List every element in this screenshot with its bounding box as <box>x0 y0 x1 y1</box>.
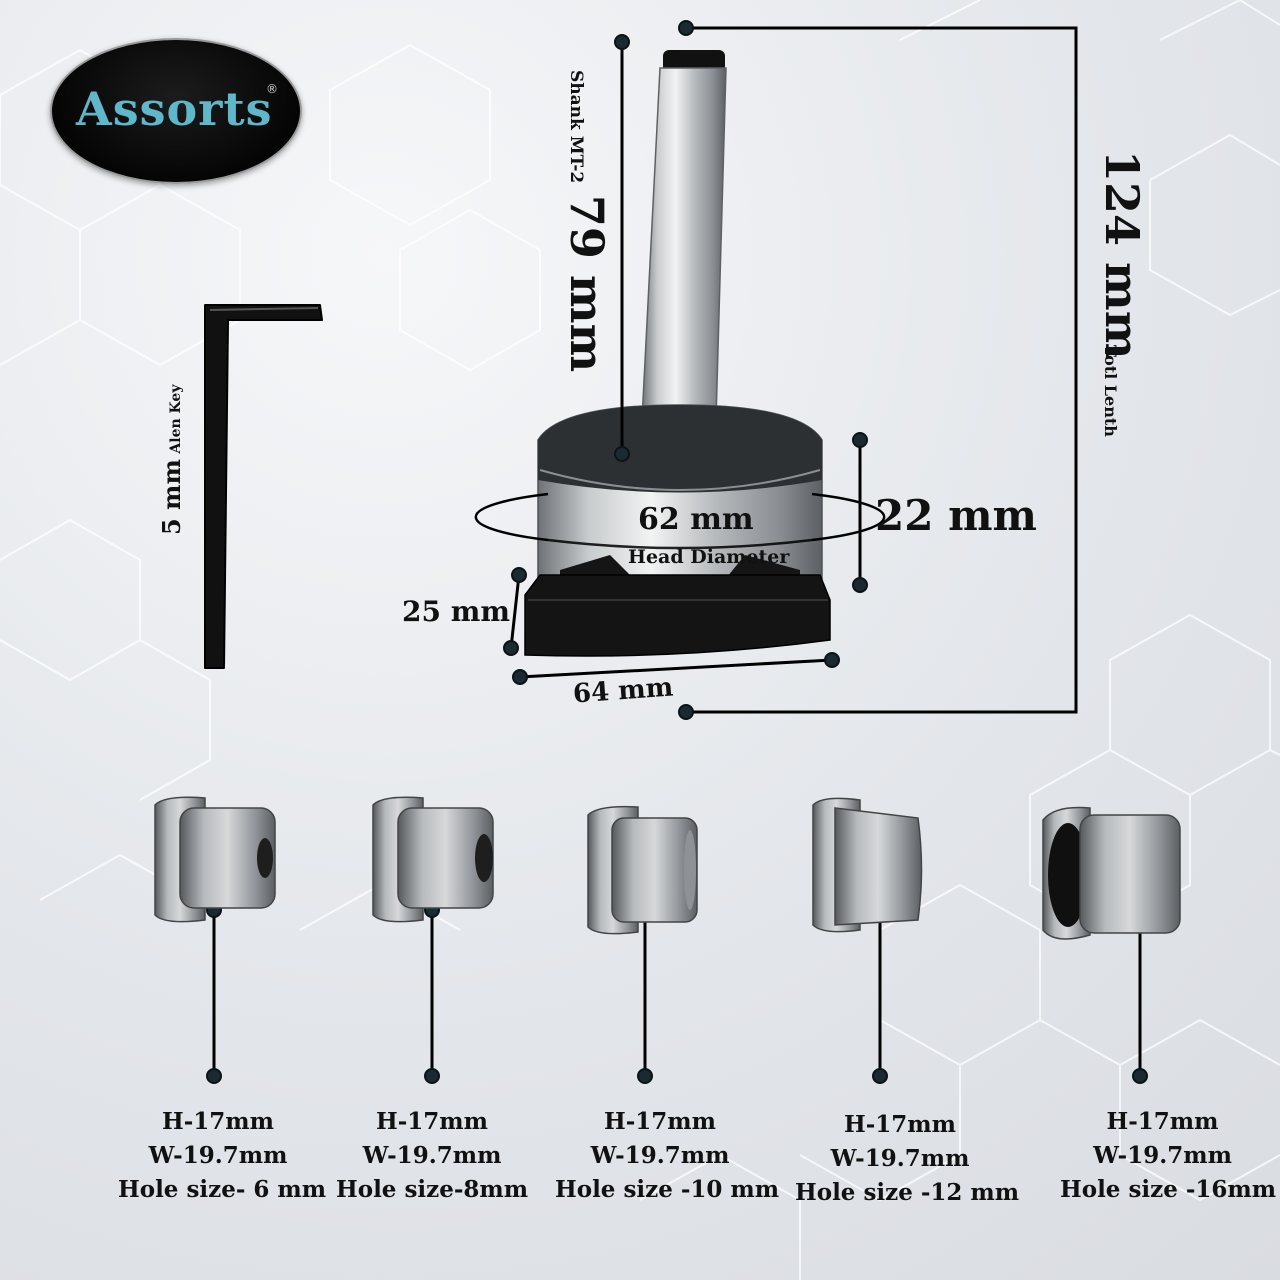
bushing-4-hole: Hole size -12 mm <box>795 1179 1020 1206</box>
base-width-value: 64 mm <box>572 672 675 710</box>
dimension-lines <box>212 26 1142 1076</box>
shank-label: Shank MT-2 79 mm <box>560 70 614 372</box>
bushing-4-width: W-19.7mm <box>830 1145 970 1172</box>
shank-length: 79 mm <box>560 194 614 373</box>
registered-mark: ® <box>266 82 278 96</box>
head-height-value: 22 mm <box>875 491 1037 540</box>
bushing-5-height: H-17mm <box>1106 1108 1219 1135</box>
allen-key-size: 5 mm <box>157 459 186 535</box>
bushing-16mm <box>1042 806 1181 940</box>
brand-logo: Assorts <box>50 38 302 184</box>
bushing-4-height: H-17mm <box>844 1111 956 1138</box>
allen-key-label: 5 mm Alen Key <box>157 384 186 535</box>
bushing-5-hole: Hole size -16mm <box>1060 1176 1277 1203</box>
brand-logo-text: Assorts <box>76 82 273 136</box>
bushing-3-width: W-19.7mm <box>590 1142 730 1169</box>
bushing-spec-5: H-17mm W-19.7mm Hole size -16mm <box>1060 1105 1277 1207</box>
bushing-1-hole: Hole size- 6 mm <box>118 1176 327 1203</box>
bushing-1-width: W-19.7mm <box>148 1142 288 1169</box>
bushing-spec-3: H-17mm W-19.7mm Hole size -10 mm <box>555 1105 780 1207</box>
base-height-value: 25 mm <box>402 595 510 628</box>
fly-cutter <box>474 50 886 657</box>
allen-key <box>204 304 323 669</box>
bushing-10mm <box>587 805 698 935</box>
bushing-3-height: H-17mm <box>604 1108 716 1135</box>
total-length-caption: Totl Lenth <box>1101 345 1120 437</box>
bushing-2-height: H-17mm <box>376 1108 488 1135</box>
bushing-spec-2: H-17mm W-19.7mm Hole size-8mm <box>336 1105 528 1207</box>
bushing-3-hole: Hole size -10 mm <box>555 1176 780 1203</box>
total-length: 124 mm <box>1095 150 1149 360</box>
bushing-6mm <box>154 796 276 923</box>
bushing-1-height: H-17mm <box>162 1108 274 1135</box>
bushing-2-hole: Hole size-8mm <box>336 1176 529 1203</box>
bushing-12mm <box>812 797 923 933</box>
bushing-8mm <box>372 796 494 923</box>
bushing-spec-1: H-17mm W-19.7mm Hole size- 6 mm <box>118 1105 327 1207</box>
allen-key-name: Alen Key <box>168 384 184 454</box>
bushing-2-width: W-19.7mm <box>362 1142 502 1169</box>
bushing-5-width: W-19.7mm <box>1093 1142 1232 1169</box>
bushing-spec-4: H-17mm W-19.7mm Hole size -12 mm <box>795 1108 1020 1210</box>
head-diameter-value: 62 mm <box>638 502 754 537</box>
total-length-label: 124 mm <box>1095 150 1149 359</box>
shank-type: Shank MT-2 <box>566 70 586 184</box>
head-diameter-caption: Head Diameter <box>628 546 790 568</box>
